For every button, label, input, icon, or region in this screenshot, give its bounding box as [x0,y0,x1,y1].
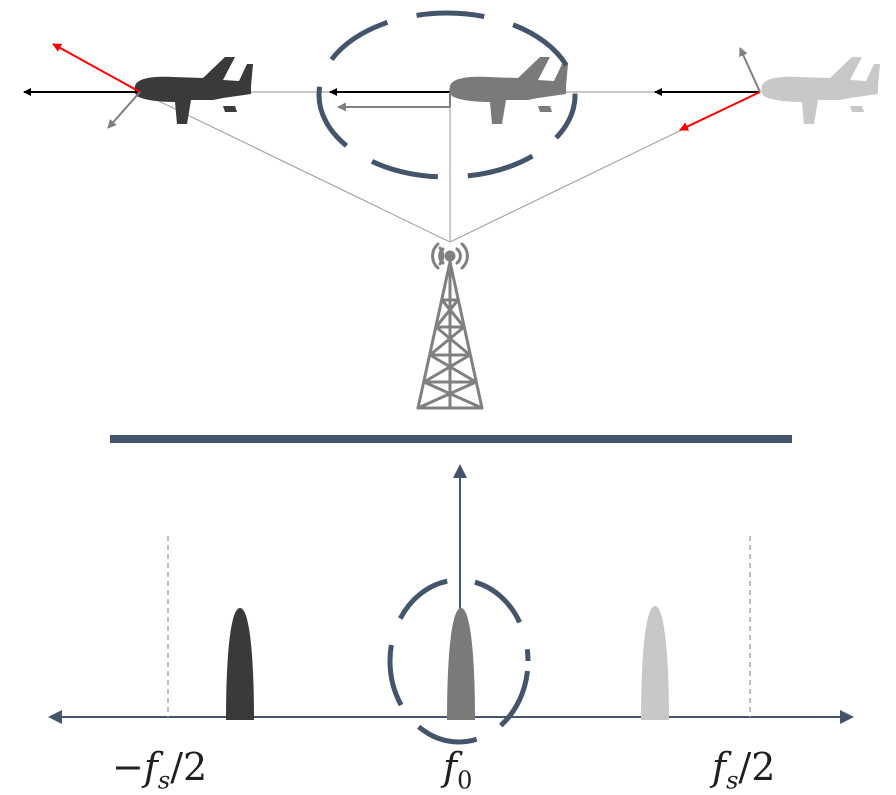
radial-arrow-right [680,92,760,130]
label-pos-nyquist: fs/2 [712,748,775,793]
airplane-icon [761,57,880,124]
label-neg-nyquist: −fs/2 [112,748,207,793]
section-divider [110,435,792,443]
aircraft-left [24,44,253,128]
airplane-icon [449,57,568,124]
peak-center [447,608,475,720]
tangential-arrow-left [108,92,140,128]
radio-tower-icon [418,244,482,408]
radial-arrow-left [53,44,140,92]
aircraft-center [330,57,568,124]
sight-lines [140,92,760,242]
airplane-icon [134,57,253,124]
peak-left [226,608,254,720]
label-center-frequency: f0 [443,748,472,793]
tangential-arrow-right [740,48,760,92]
spectral-peaks [226,606,669,720]
peak-right [641,606,669,720]
aircraft-right [655,48,880,130]
